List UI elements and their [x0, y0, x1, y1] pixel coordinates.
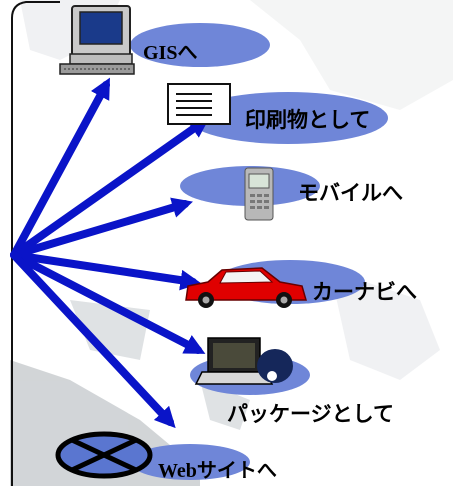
label-web: Webサイトへ — [158, 460, 277, 482]
arrow-to-web — [10, 251, 176, 429]
diagram-frame — [11, 1, 60, 486]
label-print: 印刷物として — [245, 108, 371, 132]
arrow-to-carnavi — [10, 251, 202, 291]
car-icon — [185, 267, 307, 308]
label-gis: GISへ — [143, 42, 198, 64]
globe-icon — [55, 431, 153, 479]
arrows — [10, 77, 210, 429]
arrow-to-package — [10, 251, 206, 354]
label-carnavi: カーナビへ — [312, 280, 417, 304]
arrow-to-print — [10, 117, 210, 259]
label-package: パッケージとして — [227, 402, 394, 426]
label-mobile: モバイルへ — [298, 181, 403, 205]
desktop-computer-icon — [59, 5, 135, 75]
laptop-with-disc-icon — [194, 337, 293, 385]
printed-document-icon — [167, 83, 231, 125]
arrow-to-mobile — [10, 197, 193, 259]
mobile-phone-icon — [244, 167, 274, 221]
arrow-to-gis — [10, 77, 110, 259]
